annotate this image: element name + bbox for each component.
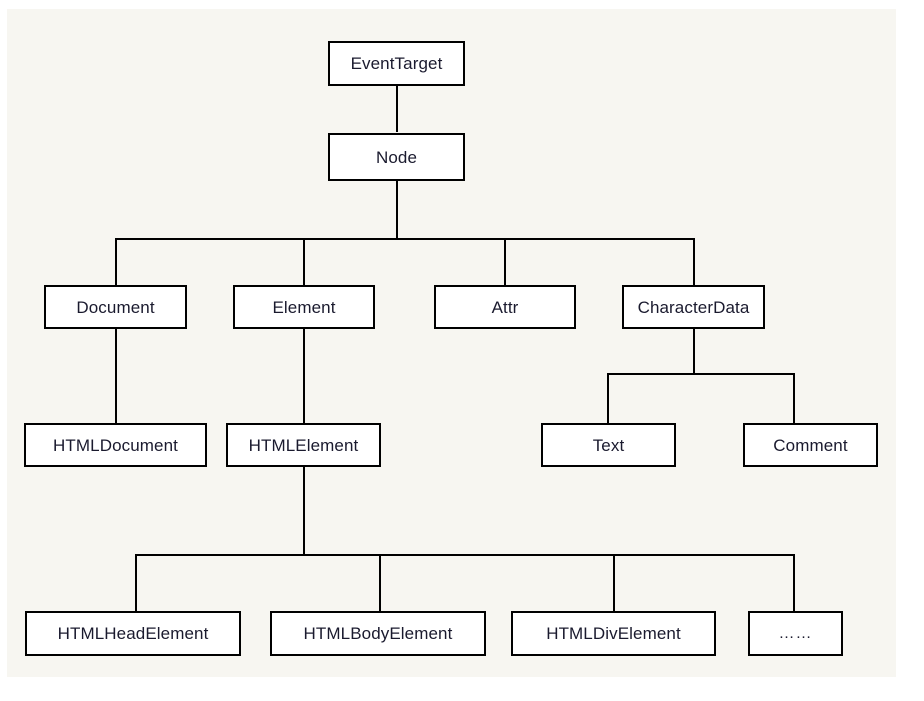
node-label-characterdata: CharacterData (637, 297, 750, 317)
edge-bus-htmldivelement (613, 554, 615, 612)
node-label-htmldocument: HTMLDocument (53, 435, 178, 455)
edge-characterdata-to-bus (693, 328, 695, 374)
node-label-document: Document (76, 297, 155, 317)
bus-characterdata-children (607, 373, 795, 375)
edge-bus-attr (504, 238, 506, 285)
edge-document-htmldocument (115, 328, 117, 424)
edge-bus-comment (793, 373, 795, 424)
edge-bus-document (115, 238, 117, 285)
node-more[interactable]: …… (748, 611, 843, 656)
node-htmldocument[interactable]: HTMLDocument (24, 423, 207, 467)
node-htmldivelement[interactable]: HTMLDivElement (511, 611, 716, 656)
node-element[interactable]: Element (233, 285, 375, 329)
node-document[interactable]: Document (44, 285, 187, 329)
node-htmlbodyelement[interactable]: HTMLBodyElement (270, 611, 486, 656)
edge-node-to-bus (396, 181, 398, 238)
node-characterdata[interactable]: CharacterData (622, 285, 765, 329)
diagram-background (7, 9, 896, 677)
node-label-htmlelement: HTMLElement (248, 435, 359, 455)
edge-element-htmlelement (303, 328, 305, 424)
node-text[interactable]: Text (541, 423, 676, 467)
node-label-text: Text (592, 435, 625, 455)
node-label-htmldivelement: HTMLDivElement (546, 624, 681, 643)
node-htmlheadelement[interactable]: HTMLHeadElement (25, 611, 241, 656)
node-label-htmlbodyelement: HTMLBodyElement (303, 624, 453, 643)
node-label-comment: Comment (773, 435, 848, 455)
node-attr[interactable]: Attr (434, 285, 576, 329)
node-htmlelement[interactable]: HTMLElement (226, 423, 381, 467)
edge-bus-text (607, 373, 609, 424)
node-eventtarget[interactable]: EventTarget (328, 41, 465, 86)
node-label-node: Node (375, 147, 418, 167)
node-comment[interactable]: Comment (743, 423, 878, 467)
edge-bus-htmlbodyelement (379, 554, 381, 612)
edge-bus-element (303, 238, 305, 285)
edge-eventtarget-node (396, 85, 398, 132)
node-label-eventtarget: EventTarget (350, 54, 443, 73)
bus-htmlelement-children (135, 554, 794, 556)
bus-node-children (115, 238, 695, 240)
edge-htmlelement-to-bus (303, 466, 305, 554)
node-node[interactable]: Node (328, 133, 465, 181)
edge-bus-more (793, 554, 795, 612)
node-label-more: …… (778, 624, 813, 642)
node-label-element: Element (272, 297, 336, 317)
node-label-attr: Attr (491, 297, 519, 317)
edge-bus-htmlheadelement (135, 554, 137, 612)
node-label-htmlheadelement: HTMLHeadElement (57, 624, 209, 643)
edge-bus-characterdata (693, 238, 695, 285)
